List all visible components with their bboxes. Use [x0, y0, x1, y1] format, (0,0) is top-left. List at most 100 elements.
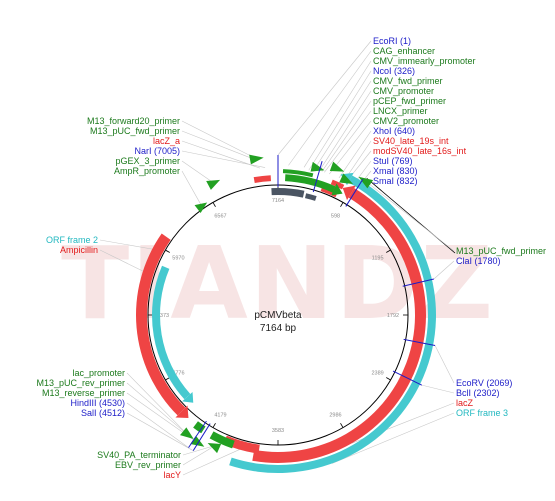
cmv-fwd-primer: [329, 161, 345, 172]
tick-label: 4179: [214, 413, 226, 419]
leader-line: [181, 160, 214, 184]
feature-label: CAG_enhancer: [373, 46, 435, 56]
leader-line: [182, 445, 215, 466]
feature-label: BclI (2302): [456, 388, 500, 398]
misc-feature-arc-2: [304, 193, 317, 201]
feature-label: pGEX_3_primer: [115, 156, 180, 166]
feature-label: HindIII (4530): [70, 398, 125, 408]
ampr-promoter: [194, 202, 208, 214]
leader-line: [303, 60, 372, 168]
feature-label: M13_pUC_fwd_primer: [90, 126, 180, 136]
feature-label: EBV_rev_primer: [115, 460, 181, 470]
m13-reverse-primer: [190, 435, 205, 447]
orf-frame-2-arc-arrowhead: [182, 391, 194, 403]
lacz-a-arc: [253, 175, 271, 184]
feature-label: ClaI (1780): [456, 256, 501, 266]
tick-label: 1195: [372, 256, 384, 262]
tick-label: 6567: [214, 213, 226, 219]
feature-label: EcoRV (2069): [456, 378, 512, 388]
feature-label: XmaI (830): [373, 166, 418, 176]
feature-label: ORF frame 3: [456, 408, 508, 418]
tick-mark: [340, 423, 344, 428]
leader-line: [308, 70, 372, 171]
cut-site-mark: [403, 338, 436, 347]
cmv-promoter-arc: [282, 169, 314, 178]
tick-marks: 7164598119517922389298635834179477653735…: [148, 185, 408, 445]
cut-site-mark: [402, 278, 435, 287]
leader-line: [324, 110, 372, 173]
feature-label: EcoRI (1): [373, 36, 411, 46]
tick-label: 2986: [329, 413, 341, 419]
feature-label: ORF frame 2: [46, 235, 98, 245]
feature-label: StuI (769): [373, 156, 413, 166]
m13-forward20-primer: [249, 154, 264, 165]
lacz-arc-arrowhead: [342, 185, 356, 201]
lncx-primer: [339, 173, 354, 184]
feature-label: AmpR_promoter: [114, 166, 180, 176]
feature-label: M13_reverse_primer: [42, 388, 125, 398]
leader-line: [99, 249, 144, 272]
cut-site-mark: [392, 370, 423, 386]
tick-label: 5373: [157, 313, 169, 319]
feature-label: CMV_fwd_primer: [373, 76, 443, 86]
tick-label: 2389: [371, 371, 383, 377]
tick-mark: [386, 249, 391, 253]
leader-line: [314, 80, 372, 170]
feature-label: CMV2_promoter: [373, 116, 439, 126]
leader-line: [182, 449, 240, 476]
tick-label: 5970: [172, 256, 184, 262]
leader-line: [319, 90, 372, 171]
m13-puc-rev-primer: [180, 427, 194, 440]
cag-enhancer-arc-arrowhead: [331, 183, 343, 196]
cut-site-mark: [192, 423, 211, 451]
cag-enhancer-arc: [285, 174, 336, 193]
modsv40-intron-arc: [330, 179, 345, 190]
feature-label: LNCX_primer: [373, 106, 428, 116]
feature-labels: EcoRI (1)CAG_enhancerCMV_immearly_promot…: [36, 36, 546, 480]
leader-line: [181, 140, 261, 169]
leader-line: [126, 382, 188, 436]
feature-label: M13_pUC_rev_primer: [36, 378, 125, 388]
tick-mark: [386, 377, 391, 381]
cut-site-mark: [188, 420, 207, 448]
feature-label: M13_forward20_primer: [87, 116, 180, 126]
tick-label: 1792: [387, 313, 399, 319]
feature-label: modSV40_late_16s_int: [373, 146, 467, 156]
leader-line: [434, 345, 455, 384]
feature-label: SV40_PA_terminator: [97, 450, 181, 460]
feature-label: SV40_late_19s_int: [373, 136, 449, 146]
feature-label: lacZ_a: [153, 136, 180, 146]
feature-label: lacZ: [456, 398, 474, 408]
tick-mark: [212, 202, 216, 207]
leader-line: [126, 412, 194, 451]
leader-line: [277, 40, 372, 156]
tick-label: 3583: [272, 428, 284, 434]
feature-label: XhoI (640): [373, 126, 415, 136]
feature-label: Ampicillin: [60, 245, 98, 255]
feature-label: SalI (4512): [81, 408, 125, 418]
leader-line: [331, 412, 455, 464]
feature-label: NarI (7005): [134, 146, 180, 156]
leader-line: [126, 402, 189, 448]
plasmid-size: 7164 bp: [260, 323, 297, 334]
cut-site-mark: [345, 179, 364, 207]
ampicillin-arc: [136, 233, 186, 416]
ampicillin-arc-arrowhead: [175, 405, 189, 419]
feature-label: NcoI (326): [373, 66, 415, 76]
leader-line: [181, 130, 254, 160]
leader-line: [321, 100, 372, 172]
tick-mark: [212, 423, 216, 428]
tick-label: 4776: [172, 371, 184, 377]
sv40-pa-terminator-arc: [209, 431, 235, 449]
leader-line: [181, 150, 266, 168]
misc-feature-arc: [271, 188, 305, 198]
leader-line: [181, 170, 202, 207]
plasmid-name: pCMVbeta: [254, 310, 302, 321]
feature-label: CMV_promoter: [373, 86, 434, 96]
ebv-rev-primer: [207, 442, 222, 454]
restriction-site-marks: [188, 155, 436, 451]
feature-label: SmaI (832): [373, 176, 418, 186]
leader-line: [338, 130, 372, 179]
feature-label: M13_pUC_fwd_primer: [456, 246, 546, 256]
